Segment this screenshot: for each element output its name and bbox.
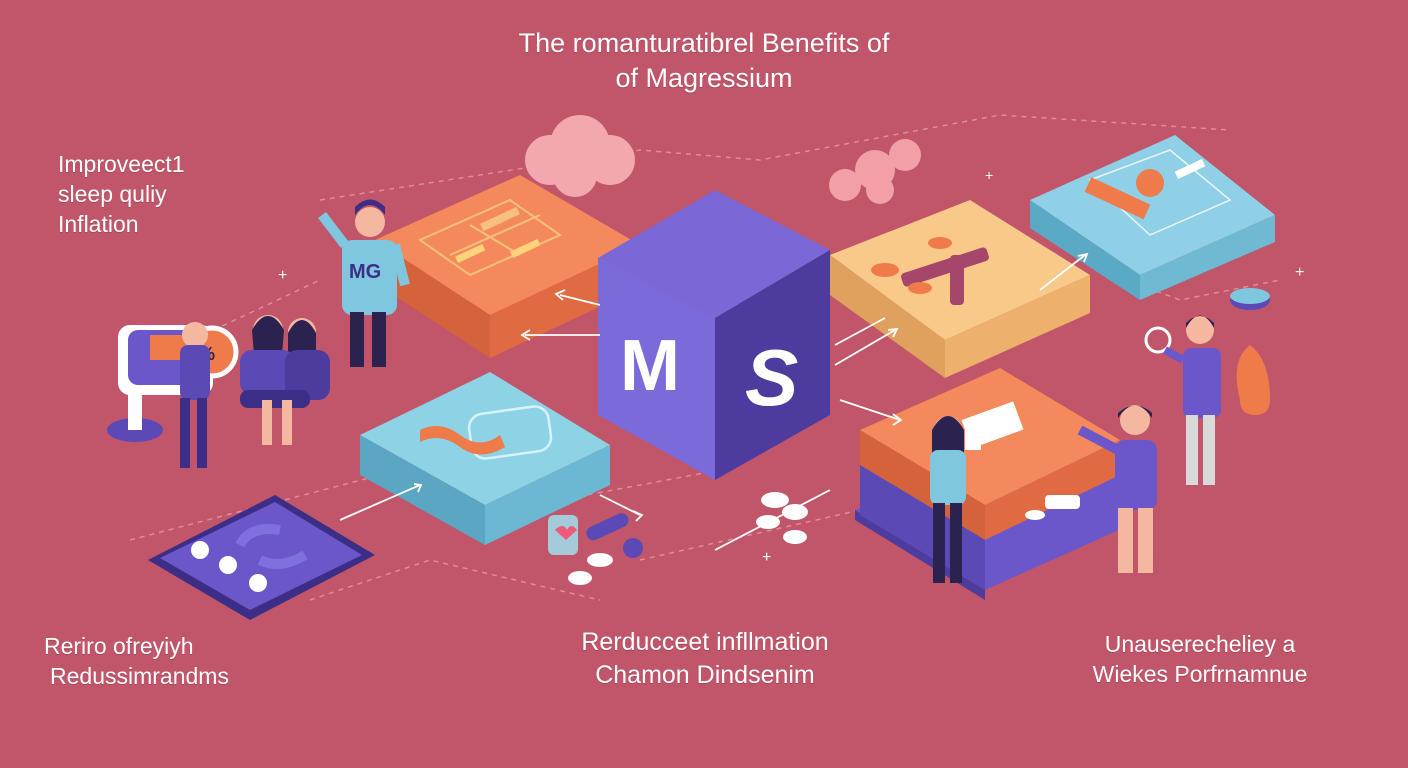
label-bottom-center: Rerducceet infllmation Chamon Dindsenim	[540, 626, 870, 691]
platform-peach-top-right	[830, 200, 1090, 378]
label-bottom-center-line-2: Chamon Dindsenim	[595, 660, 815, 689]
title-line-1: The romanturatibrel Benefits of	[518, 28, 890, 58]
svg-text:+: +	[985, 167, 993, 183]
person-left-standing	[180, 322, 210, 468]
label-bottom-right: Unauserecheliey a Wiekes Porfrnamnue	[1050, 630, 1350, 690]
arrows	[339, 252, 1089, 551]
platform-blue-top-right	[1030, 135, 1275, 300]
cloud-top-right	[829, 139, 921, 204]
tablet-bottom-left	[148, 495, 375, 620]
svg-text:+: +	[762, 549, 771, 566]
diagram-title: The romanturatibrel Benefits of of Magre…	[0, 26, 1408, 96]
title-line-2: of Magressium	[615, 63, 793, 94]
label-bottom-center-line-1: Rerducceet infllmation	[581, 628, 829, 656]
label-bottom-right-line-1: Unauserecheliey a	[1104, 631, 1296, 657]
bottle-right	[1230, 288, 1270, 415]
svg-text:+: +	[1295, 264, 1304, 281]
label-top-left-line-1: Improveect1	[58, 151, 185, 177]
sparkles: + + + +	[278, 167, 1304, 566]
person-drinking	[930, 416, 981, 583]
person-mg-shirt	[318, 199, 410, 367]
label-top-left-line-2: sleep quliy	[58, 180, 167, 207]
label-top-left-line-3: Inflation	[58, 210, 139, 237]
platform-blue-mid-left	[360, 372, 610, 545]
label-bottom-left-line-1: Reriro ofreyiyh	[44, 633, 194, 659]
people-sitting-couple	[240, 315, 330, 445]
pills-cluster	[548, 492, 808, 585]
label-bottom-left: Reriro ofreyiyh Redussimrandms	[44, 632, 229, 692]
cloud-top-center	[525, 115, 635, 197]
cube-letter-s: S	[745, 333, 798, 422]
shirt-text: MG	[349, 261, 381, 283]
svg-text:+: +	[278, 267, 287, 284]
cube-letter-m: M	[620, 326, 680, 406]
magnesium-cube	[598, 190, 830, 480]
label-top-left: Improveect1 sleep quliy Inflation	[58, 150, 185, 240]
label-bottom-right-line-2: Wiekes Porfrnamnue	[1092, 660, 1308, 687]
percent-sign-board	[107, 325, 239, 442]
platform-stack-right	[855, 368, 1130, 600]
person-magnifier	[1144, 315, 1221, 485]
label-bottom-left-line-2: Redussimrandms	[50, 662, 229, 689]
person-waving	[1077, 405, 1157, 573]
